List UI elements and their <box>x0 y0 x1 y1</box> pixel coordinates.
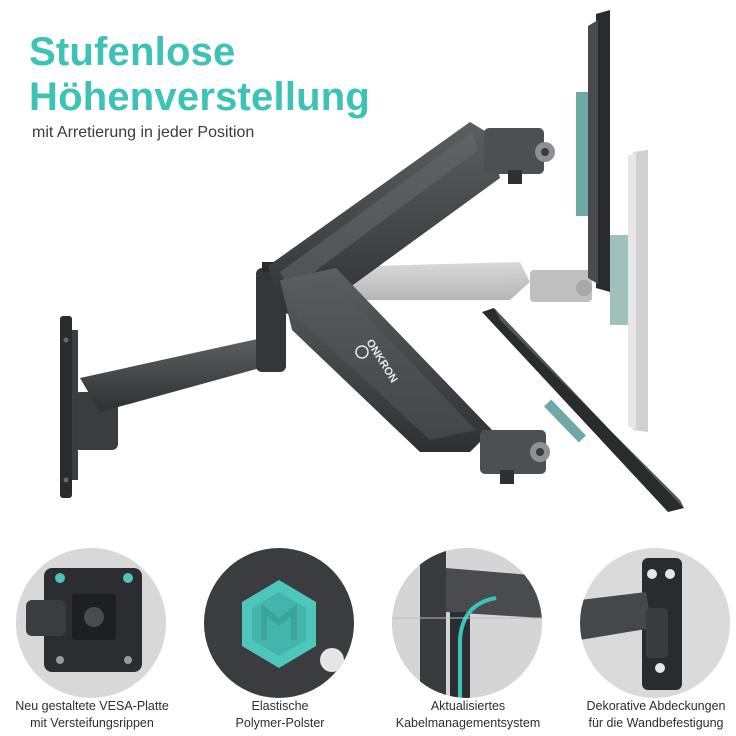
feature-caption-line-2: Polymer-Polster <box>235 716 325 730</box>
feature-caption: Elastische Polymer-Polster <box>182 698 378 732</box>
feature-caption: Aktualisiertes Kabelmanagementsystem <box>370 698 566 732</box>
lower-gas-arm <box>280 268 550 484</box>
feature-vesa-plate: Neu gestaltete VESA-Platte mit Versteifu… <box>0 548 184 736</box>
feature-caption: Neu gestaltete VESA-Platte mit Versteifu… <box>0 698 190 732</box>
top-monitor <box>588 10 610 292</box>
feature-circle <box>580 548 730 698</box>
vesa-plate-icon <box>16 548 166 698</box>
feature-caption-line-1: Neu gestaltete VESA-Platte <box>15 699 169 713</box>
cable-management-icon <box>392 548 542 698</box>
headline-line-2: Höhenverstellung <box>29 75 371 119</box>
feature-circle <box>16 548 166 698</box>
feature-caption-line-2: mit Versteifungsrippen <box>30 716 154 730</box>
feature-caption-line-1: Elastische <box>251 699 309 713</box>
feature-caption-line-2: für die Wandbefestigung <box>588 716 724 730</box>
feature-circle <box>204 548 354 698</box>
feature-caption-line-1: Aktualisiertes <box>430 699 506 713</box>
wall-mount-cover-icon <box>580 548 730 698</box>
lower-arm <box>74 262 286 450</box>
tilted-monitor <box>482 308 684 512</box>
feature-wall-mount-cover: Dekorative Abdeckungen für die Wandbefes… <box>564 548 736 736</box>
subheadline: mit Arretierung in jeder Position <box>32 124 255 141</box>
headline-line-1: Stufenlose <box>29 30 236 74</box>
headline: Stufenlose Höhenverstellung <box>29 30 370 120</box>
feature-caption-line-1: Dekorative Abdeckungen <box>586 699 726 713</box>
feature-caption: Dekorative Abdeckungen für die Wandbefes… <box>558 698 736 732</box>
feature-polymer-pad: Elastische Polymer-Polster <box>188 548 372 736</box>
polymer-pad-icon <box>204 548 354 698</box>
feature-caption-line-2: Kabelmanagementsystem <box>395 716 541 730</box>
feature-cable-management: Aktualisiertes Kabelmanagementsystem <box>376 548 560 736</box>
feature-circle <box>392 548 542 698</box>
brand-logo-icon <box>355 345 369 359</box>
monitor-arm-product-image: ONKRON <box>60 10 684 512</box>
